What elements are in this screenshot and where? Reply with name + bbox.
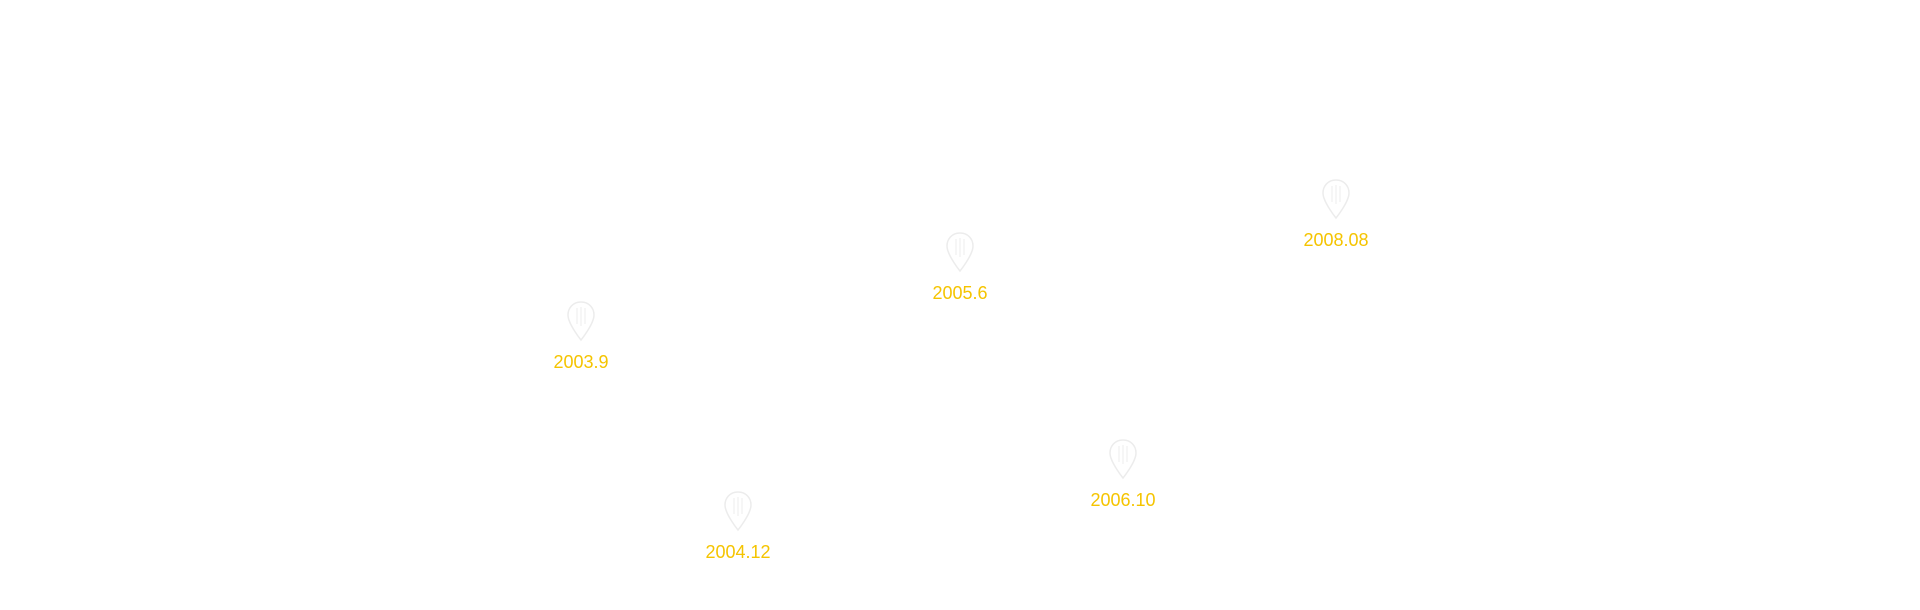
timeline-marker-2005[interactable]: 2005.6 bbox=[900, 231, 1020, 303]
year-label: 2008.08 bbox=[1303, 230, 1369, 250]
timeline-marker-2006[interactable]: 2006.10 bbox=[1063, 438, 1183, 510]
year-label: 2003.9 bbox=[553, 352, 609, 372]
timeline-marker-2004[interactable]: 2004.12 bbox=[678, 490, 798, 562]
map-pin-icon bbox=[565, 300, 597, 344]
year-label: 2006.10 bbox=[1090, 490, 1156, 510]
map-pin-icon bbox=[722, 490, 754, 534]
timeline-marker-2003[interactable]: 2003.9 bbox=[521, 300, 641, 372]
year-label: 2004.12 bbox=[705, 542, 771, 562]
map-pin-icon bbox=[1107, 438, 1139, 482]
map-pin-icon bbox=[1320, 178, 1352, 222]
year-label: 2005.6 bbox=[932, 283, 988, 303]
map-pin-icon bbox=[944, 231, 976, 275]
timeline-marker-2008[interactable]: 2008.08 bbox=[1276, 178, 1396, 250]
